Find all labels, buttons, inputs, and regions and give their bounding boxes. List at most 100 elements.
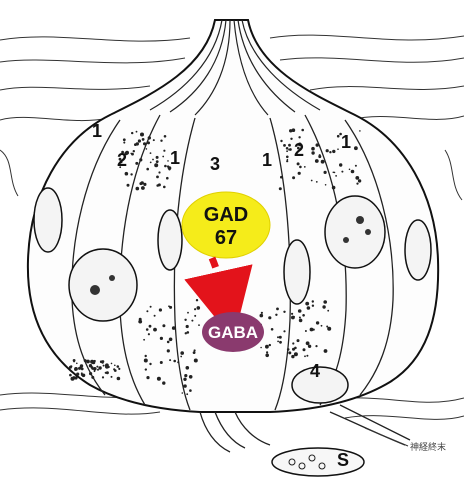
vesicle-dot [297, 339, 300, 342]
vesicle-dot [339, 163, 342, 166]
vesicle-dot [100, 360, 103, 363]
vesicle-dot [294, 352, 298, 356]
vesicle-dot [76, 373, 79, 376]
vesicle-dot [150, 306, 152, 308]
vesicle-dot [316, 143, 319, 146]
vesicle-dot [136, 131, 138, 133]
vesicle-dot [102, 376, 104, 378]
vesicle-dot [150, 162, 152, 164]
vesicle-dot [291, 313, 293, 315]
nucleus [69, 249, 137, 321]
vesicle-dot [275, 314, 277, 316]
vesicle-dot [146, 168, 149, 171]
vesicle-dot [162, 381, 165, 384]
vesicle-dot [153, 328, 157, 332]
vesicle-dot [173, 360, 176, 363]
nucleus [405, 220, 431, 280]
vesicle-dot [167, 160, 169, 162]
vesicle-dot [321, 160, 325, 164]
cell-label: 1 [92, 121, 102, 141]
vesicle-dot [325, 184, 327, 186]
vesicle-dot [69, 366, 72, 369]
vesicle-dot [329, 151, 331, 153]
vesicle-dot [145, 355, 147, 357]
vesicle-dot [105, 365, 109, 369]
vesicle-dot [265, 345, 269, 349]
vesicle-dot [105, 372, 107, 374]
vesicle-dot [298, 309, 302, 313]
vesicle-dot [146, 148, 148, 150]
vesicle-dot [289, 129, 292, 132]
vesicle-dot [147, 141, 150, 144]
vesicle-dot [291, 355, 294, 358]
vesicle-dot [355, 165, 357, 167]
vesicle-dot [172, 326, 176, 330]
cell-label: 3 [210, 154, 220, 174]
vesicle-dot [358, 179, 361, 182]
vesicle-dot [308, 345, 311, 348]
vesicle-dot [74, 368, 77, 371]
vesicle-dot [277, 341, 279, 343]
vesicle-dot [306, 355, 308, 357]
vesicle-dot [146, 376, 149, 379]
vesicle-dot [152, 159, 154, 161]
vesicle-dot [169, 169, 171, 171]
vesicle-dot [322, 305, 325, 308]
vesicle-dot [316, 181, 318, 183]
vesicle-dot [160, 140, 162, 142]
synapse-label: S [337, 450, 349, 470]
vesicle-dot [96, 366, 98, 368]
vesicle-dot [305, 302, 309, 306]
vesicle-dot [279, 187, 282, 190]
vesicle-dot [299, 166, 302, 169]
vesicle-dot [194, 359, 198, 363]
vesicle-dot [169, 359, 171, 361]
vesicle-dot [146, 310, 148, 312]
vesicle-dot [156, 156, 159, 159]
vesicle-dot [277, 336, 279, 338]
vesicle-dot [351, 170, 355, 174]
cell-label: 1 [170, 148, 180, 168]
vesicle-dot [156, 176, 159, 179]
vesicle-dot [186, 325, 189, 328]
gad67-node: GAD 67 [182, 192, 270, 258]
vesicle-dot [287, 159, 289, 161]
vesicle-dot [316, 321, 319, 324]
gad67-label-line1: GAD [204, 204, 248, 226]
vesicle-dot [356, 183, 358, 185]
vesicle-dot [98, 366, 101, 369]
vesicle-dot [131, 132, 133, 134]
vesicle-dot [266, 351, 268, 353]
vesicle-dot [167, 341, 170, 344]
vesicle-dot [180, 351, 184, 355]
vesicle-dot [163, 150, 165, 152]
vesicle-dot [286, 156, 289, 159]
vesicle-dot [142, 138, 145, 141]
vesicle-dot [323, 300, 327, 304]
vesicle-dot [354, 146, 358, 150]
vesicle-dot [163, 186, 166, 189]
vesicle-dot [154, 163, 158, 167]
vesicle-dot [187, 312, 189, 314]
vesicle-dot [91, 376, 94, 379]
vesicle-dot [86, 360, 90, 364]
nucleus [34, 188, 62, 252]
vesicle-dot [123, 138, 126, 141]
vesicle-dot [141, 186, 145, 190]
vesicle-dot [327, 310, 329, 312]
vesicle-dot [299, 317, 301, 319]
nucleus [325, 196, 385, 268]
vesicle-dot [162, 156, 164, 158]
vesicle-dot [292, 348, 295, 351]
vesicle-dot [167, 165, 169, 167]
vesicle-dot [279, 341, 282, 344]
vesicle-dot [269, 344, 271, 346]
vesicle-dot [193, 351, 196, 354]
vesicle-dot [297, 162, 300, 165]
vesicle-dot [186, 366, 190, 370]
vesicle-dot [302, 314, 305, 317]
vesicle-dot [198, 324, 200, 326]
vesicle-dot [260, 347, 262, 349]
vesicle-dot [139, 158, 142, 161]
